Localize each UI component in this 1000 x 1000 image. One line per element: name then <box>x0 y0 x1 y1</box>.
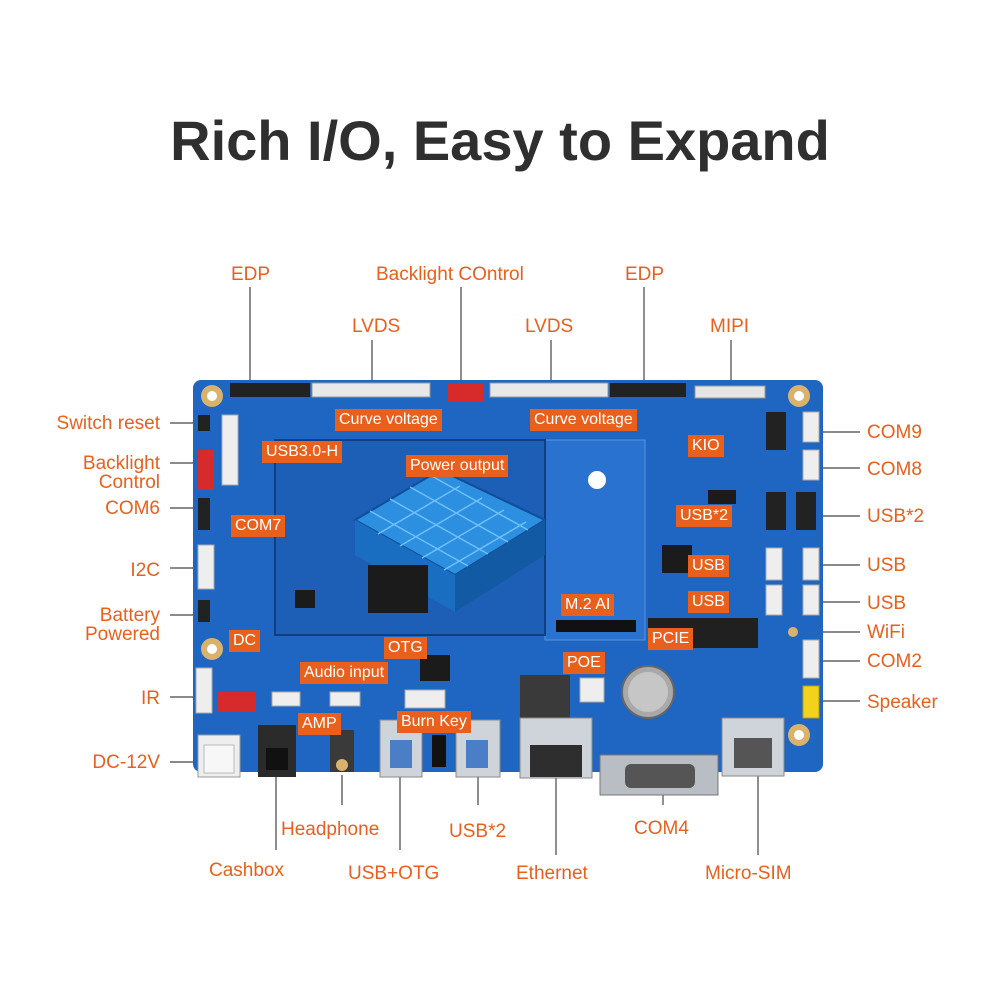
label-cashbox: Cashbox <box>209 860 284 881</box>
label-edp-left: EDP <box>231 264 271 285</box>
label-backlight-control-top: Backlight COntrol <box>376 264 524 285</box>
slots <box>271 618 758 719</box>
label-headphone: Headphone <box>281 819 380 840</box>
label-com6: COM6 <box>105 498 160 519</box>
tag-m2-ai: M.2 AI <box>561 594 615 616</box>
label-i2c: I2C <box>130 560 160 581</box>
label-ethernet: Ethernet <box>516 863 588 884</box>
label-speaker: Speaker <box>867 692 938 713</box>
label-usb2-bottom: USB*2 <box>449 821 507 842</box>
tag-usb3-h: USB3.0-H <box>262 441 343 463</box>
left-connectors <box>195 414 256 778</box>
chips <box>295 490 736 720</box>
label-backlight: Backlight <box>82 453 160 474</box>
tag-usb-board-2: USB <box>688 591 729 613</box>
tag-pcie: PCIE <box>648 628 694 650</box>
label-dc-12v: DC-12V <box>92 752 160 773</box>
label-wifi: WiFi <box>867 622 905 643</box>
top-headers <box>230 382 766 402</box>
tag-curve-voltage-left: Curve voltage <box>335 409 442 431</box>
label-switch-reset: Switch reset <box>56 413 160 434</box>
tag-kio: KIO <box>688 435 724 457</box>
tag-power-output: Power output <box>406 455 509 477</box>
label-com8: COM8 <box>867 459 922 480</box>
label-control: Control <box>98 472 160 493</box>
label-usb-otg: USB+OTG <box>348 863 440 884</box>
right-connectors <box>765 411 820 719</box>
tag-audio-input: Audio input <box>300 662 389 684</box>
tag-burn-key: Burn Key <box>397 711 471 733</box>
label-lvds-left: LVDS <box>352 316 401 337</box>
tag-dc: DC <box>229 630 261 652</box>
label-com2: COM2 <box>867 651 922 672</box>
label-usb2-right: USB*2 <box>867 506 925 527</box>
label-battery: Battery <box>99 605 160 626</box>
tag-curve-voltage-right: Curve voltage <box>530 409 637 431</box>
tag-amp: AMP <box>298 713 341 735</box>
label-com4: COM4 <box>634 818 689 839</box>
label-ir: IR <box>141 688 160 709</box>
tag-poe: POE <box>563 652 605 674</box>
label-powered: Powered <box>85 624 160 645</box>
label-usb-right-2: USB <box>867 593 907 614</box>
label-lvds-right: LVDS <box>525 316 574 337</box>
tag-otg: OTG <box>384 637 427 659</box>
tag-usb-board-1: USB <box>688 555 729 577</box>
page-title: Rich I/O, Easy to Expand <box>170 109 830 172</box>
label-usb-right-1: USB <box>867 555 907 576</box>
tag-usb2-board: USB*2 <box>676 505 733 527</box>
tag-com7: COM7 <box>231 515 286 537</box>
label-edp-right: EDP <box>625 264 665 285</box>
label-mipi: MIPI <box>710 316 750 337</box>
label-micro-sim: Micro-SIM <box>705 863 792 884</box>
label-com9: COM9 <box>867 422 922 443</box>
